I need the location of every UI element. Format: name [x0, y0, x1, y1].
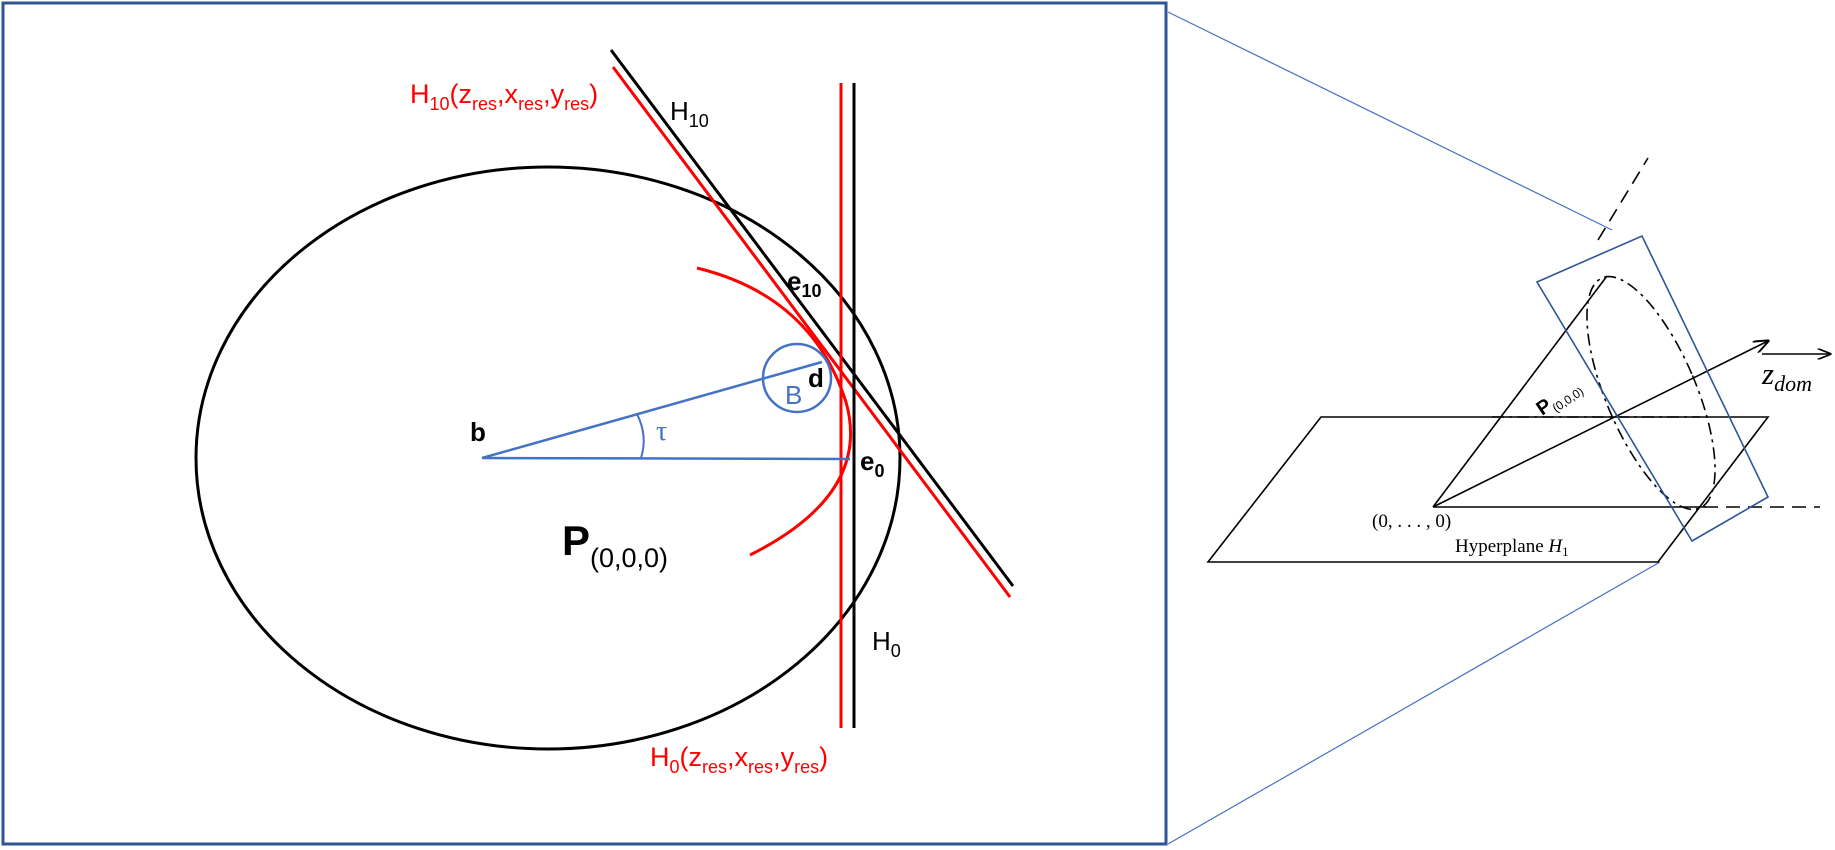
label-hyperplane-H1: Hyperplane H1 [1455, 536, 1569, 559]
label-tau: τ [656, 416, 667, 447]
ellipse-P000 [194, 165, 902, 751]
label-B: B [785, 380, 802, 410]
ball-B [761, 342, 833, 414]
label-H10-res: H10(zres,xres,yres) [410, 79, 598, 114]
svg-text:H10(zres,xres,yres): H10(zres,xres,yres) [410, 79, 598, 114]
label-b: b [470, 417, 486, 447]
left-panel-frame [1, 1, 1168, 846]
svg-text:e10: e10 [787, 266, 822, 301]
svg-text:P(0,0,0): P(0,0,0) [562, 517, 668, 573]
tangent-line-H10 [609, 49, 1015, 587]
label-H0: H0 [872, 626, 901, 661]
line-b-to-d [481, 360, 823, 460]
label-P000: P(0,0,0) [562, 517, 668, 573]
label-d: d [808, 363, 824, 393]
angle-tau-arc [636, 413, 645, 459]
line-b-to-e0 [481, 456, 851, 461]
label-e10: e10 [787, 266, 822, 301]
zdom-axis-arrow [1432, 341, 1768, 508]
svg-text:Hyperplane H1: Hyperplane H1 [1455, 536, 1569, 559]
connector-line-top [1167, 11, 1613, 231]
label-H0-res: H0(zres,xres,yres) [650, 742, 828, 777]
label-H10: H10 [670, 96, 709, 131]
cone-axis-dashed [1597, 157, 1649, 241]
label-P000-3d: P(0,0,0) [1532, 375, 1586, 423]
label-zdom: zdom [1761, 354, 1830, 396]
red-arc [696, 266, 852, 557]
svg-text:H0(zres,xres,yres): H0(zres,xres,yres) [650, 742, 828, 777]
cone-side-upper [1432, 275, 1608, 508]
label-e0: e0 [860, 446, 884, 481]
red-line-H10-res [611, 66, 1012, 598]
label-origin: (0, . . . , 0) [1372, 511, 1451, 532]
left-panel: b τ B d e10 e0 P(0,0,0) H10 H0 H10(zres,… [1, 1, 1168, 846]
svg-text:P(0,0,0): P(0,0,0) [1532, 375, 1586, 423]
connector-line-bottom [1167, 561, 1661, 845]
svg-text:H0: H0 [872, 626, 901, 661]
svg-text:e0: e0 [860, 446, 884, 481]
svg-text:H10: H10 [670, 96, 709, 131]
cone-base-ellipse [1586, 275, 1716, 511]
right-panel: P(0,0,0) (0, . . . , 0) Hyperplane H1 zd… [1206, 157, 1830, 563]
svg-text:zdom: zdom [1761, 356, 1812, 396]
zoom-region-rectangle [1535, 234, 1770, 543]
